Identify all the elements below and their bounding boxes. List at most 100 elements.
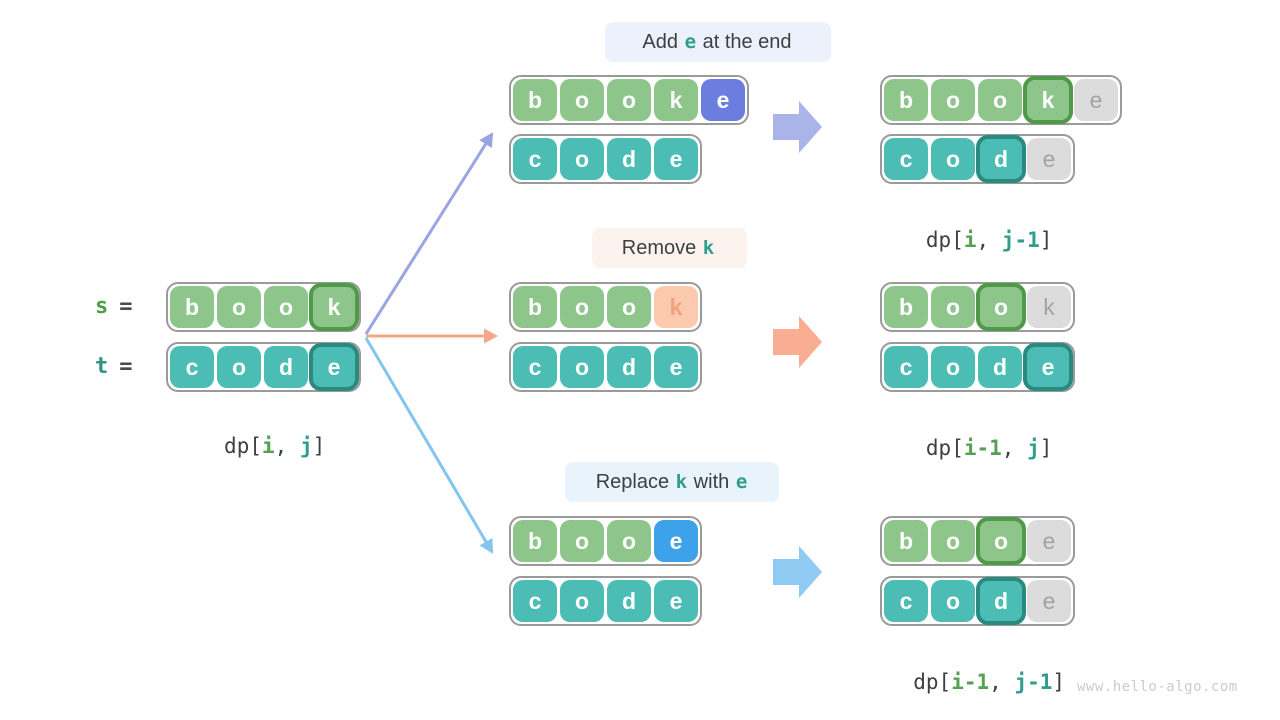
char-cell: b: [513, 79, 557, 121]
pill-text: with: [688, 470, 735, 493]
dp-sep: ,: [1001, 436, 1028, 460]
pill-accent: e: [684, 31, 697, 53]
char-cell: b: [170, 286, 214, 328]
char-cell: k: [309, 283, 359, 331]
dp-label-add: dp[i, j-1]: [880, 204, 1073, 252]
dp-label-replace: dp[i-1, j-1]: [880, 646, 1073, 694]
char-cell: c: [884, 580, 928, 622]
dp-sep: ,: [274, 434, 300, 458]
pill-text: Replace: [595, 470, 675, 493]
char-cell: e: [1027, 138, 1071, 180]
dp-open: dp[: [913, 670, 952, 694]
char-cell: c: [884, 138, 928, 180]
char-cell: d: [607, 580, 651, 622]
char-cell: e: [654, 346, 698, 388]
char-cell: k: [654, 79, 698, 121]
pill-add-operation: Add e at the end: [605, 22, 831, 62]
char-cell: e: [654, 580, 698, 622]
char-cell: o: [931, 346, 975, 388]
char-cell: b: [513, 520, 557, 562]
pill-text: Remove: [621, 236, 702, 259]
block-arrow-replace: [773, 546, 822, 598]
char-cell: d: [976, 135, 1026, 183]
dp-i: i: [963, 228, 977, 252]
pill-remove-operation: Remove k: [592, 228, 747, 268]
char-cell: k: [1023, 76, 1073, 124]
char-cell: c: [170, 346, 214, 388]
char-cell: o: [217, 286, 261, 328]
char-cell: o: [264, 286, 308, 328]
char-cell: e: [1027, 580, 1071, 622]
dp-j: j: [299, 434, 313, 458]
char-cell: o: [560, 520, 604, 562]
var-s: s: [95, 293, 109, 319]
char-cell: o: [978, 79, 1022, 121]
char-cell: c: [513, 138, 557, 180]
dp-close: ]: [1052, 670, 1066, 694]
char-cell: o: [560, 138, 604, 180]
dp-sep: ,: [989, 670, 1015, 694]
dp-open: dp[: [224, 434, 262, 458]
char-cell: d: [607, 346, 651, 388]
block-arrow-add: [773, 101, 822, 153]
char-cell: c: [884, 346, 928, 388]
site-watermark: www.hello-algo.com: [1077, 679, 1238, 695]
dp-label-remove: dp[i-1, j]: [880, 412, 1073, 460]
dp-i: i-1: [951, 670, 990, 694]
char-cell: d: [264, 346, 308, 388]
char-cell: e: [1023, 343, 1073, 391]
dp-close: ]: [312, 434, 326, 458]
char-cell: e: [1074, 79, 1118, 121]
char-cell: e: [309, 343, 359, 391]
equals-sign: =: [119, 293, 133, 319]
dp-i: i: [261, 434, 275, 458]
char-cell: o: [931, 520, 975, 562]
char-cell: e: [654, 520, 698, 562]
char-cell: o: [976, 283, 1026, 331]
arrow-to-replace-branch: [364, 337, 494, 554]
dp-j: j-1: [1001, 228, 1040, 252]
dp-j: j: [1027, 436, 1040, 460]
char-cell: o: [217, 346, 261, 388]
pill-accent: k: [702, 237, 715, 259]
char-cell: b: [884, 520, 928, 562]
char-cell: k: [654, 286, 698, 328]
dp-j: j-1: [1014, 670, 1053, 694]
pill-text: Add: [642, 30, 684, 53]
dp-open: dp[: [925, 436, 964, 460]
block-arrow-remove: [773, 316, 822, 368]
dp-close: ]: [1039, 436, 1053, 460]
char-cell: e: [654, 138, 698, 180]
var-t: t: [95, 353, 109, 379]
char-cell: d: [976, 577, 1026, 625]
char-cell: e: [1027, 520, 1071, 562]
char-cell: c: [513, 580, 557, 622]
char-cell: e: [701, 79, 745, 121]
char-cell: b: [513, 286, 557, 328]
char-cell: o: [607, 79, 651, 121]
dp-label-left: dp[i, j]: [166, 410, 358, 458]
arrow-to-add-branch: [364, 132, 494, 335]
char-cell: b: [884, 79, 928, 121]
char-cell: k: [1027, 286, 1071, 328]
pill-accent: e: [735, 471, 748, 493]
char-cell: o: [607, 286, 651, 328]
char-cell: d: [978, 346, 1022, 388]
var-label-s: s =: [95, 282, 133, 330]
dp-i: i-1: [963, 436, 1002, 460]
char-cell: c: [513, 346, 557, 388]
char-cell: o: [607, 520, 651, 562]
pill-replace-operation: Replace k with e: [565, 462, 779, 502]
